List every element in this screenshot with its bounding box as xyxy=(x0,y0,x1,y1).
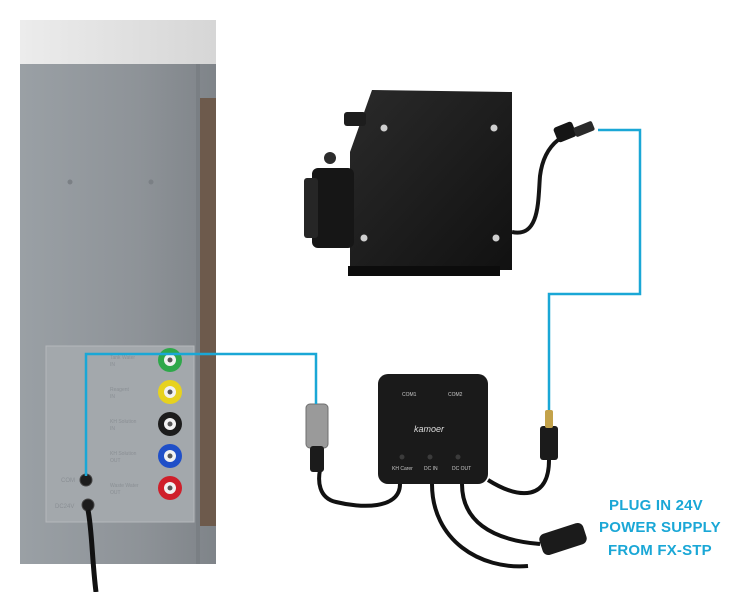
dc-plug-female[interactable] xyxy=(538,521,589,556)
dc-port-label: DC24V xyxy=(55,504,74,510)
port-direction-label: IN xyxy=(110,426,115,432)
controller-brand-logo: kamoer xyxy=(414,424,445,434)
kamoer-controller-box: COM1 COM2 kamoer KH Carer DC IN DC OUT xyxy=(305,374,589,569)
callout-line-1: PLUG IN 24V xyxy=(609,497,703,514)
screw-icon xyxy=(492,234,500,242)
pump-base xyxy=(348,266,500,276)
controller-port-label: KH Carer xyxy=(392,466,413,472)
port-direction-label: OUT xyxy=(110,458,121,464)
pump-motor xyxy=(312,168,354,248)
dc-power-cable xyxy=(85,509,99,592)
port-direction-label: IN xyxy=(110,362,115,368)
screw-icon xyxy=(490,124,498,132)
screw-icon xyxy=(67,179,73,185)
highlight-line-pump xyxy=(547,128,642,410)
dc-in-cable xyxy=(430,483,529,569)
cabinet-side-strip xyxy=(200,98,216,526)
cabinet-top-cap xyxy=(20,20,216,64)
screw-icon xyxy=(380,124,388,132)
port-label: KH Solution xyxy=(110,419,137,425)
screw-icon xyxy=(360,234,368,242)
com-port-label: COM xyxy=(61,478,75,484)
controller-port-label: DC IN xyxy=(424,466,438,472)
port-label: Reagent xyxy=(110,387,130,393)
screw-icon xyxy=(148,179,154,185)
pump-cable xyxy=(511,138,560,235)
port-direction-label: OUT xyxy=(110,490,121,496)
connection-highlight-lines xyxy=(84,128,642,476)
callout-line-3: FROM FX-STP xyxy=(608,542,712,559)
aviation-connector[interactable] xyxy=(305,403,329,449)
controller-port-label: DC OUT xyxy=(452,466,471,472)
port-direction-label: IN xyxy=(110,394,115,400)
port-label: KH Solution xyxy=(110,451,137,457)
controller-com1-label: COM1 xyxy=(402,392,417,398)
callout-line-2: POWER SUPPLY xyxy=(599,519,721,536)
kh-carer-cable xyxy=(317,469,402,508)
port-label: Tank Water xyxy=(110,355,135,361)
dc-out-cable xyxy=(460,483,541,546)
dc-plug-male[interactable] xyxy=(540,426,558,460)
port-label: Waste Water xyxy=(110,483,139,489)
pump-front-face xyxy=(350,90,512,270)
pump-cable-connector[interactable] xyxy=(553,121,578,143)
controller-com2-label: COM2 xyxy=(448,392,463,398)
controller-body xyxy=(378,374,488,484)
dc-port-socket[interactable] xyxy=(81,498,95,512)
highlight-line-com xyxy=(84,352,318,476)
dosing-pump-unit xyxy=(304,90,595,276)
